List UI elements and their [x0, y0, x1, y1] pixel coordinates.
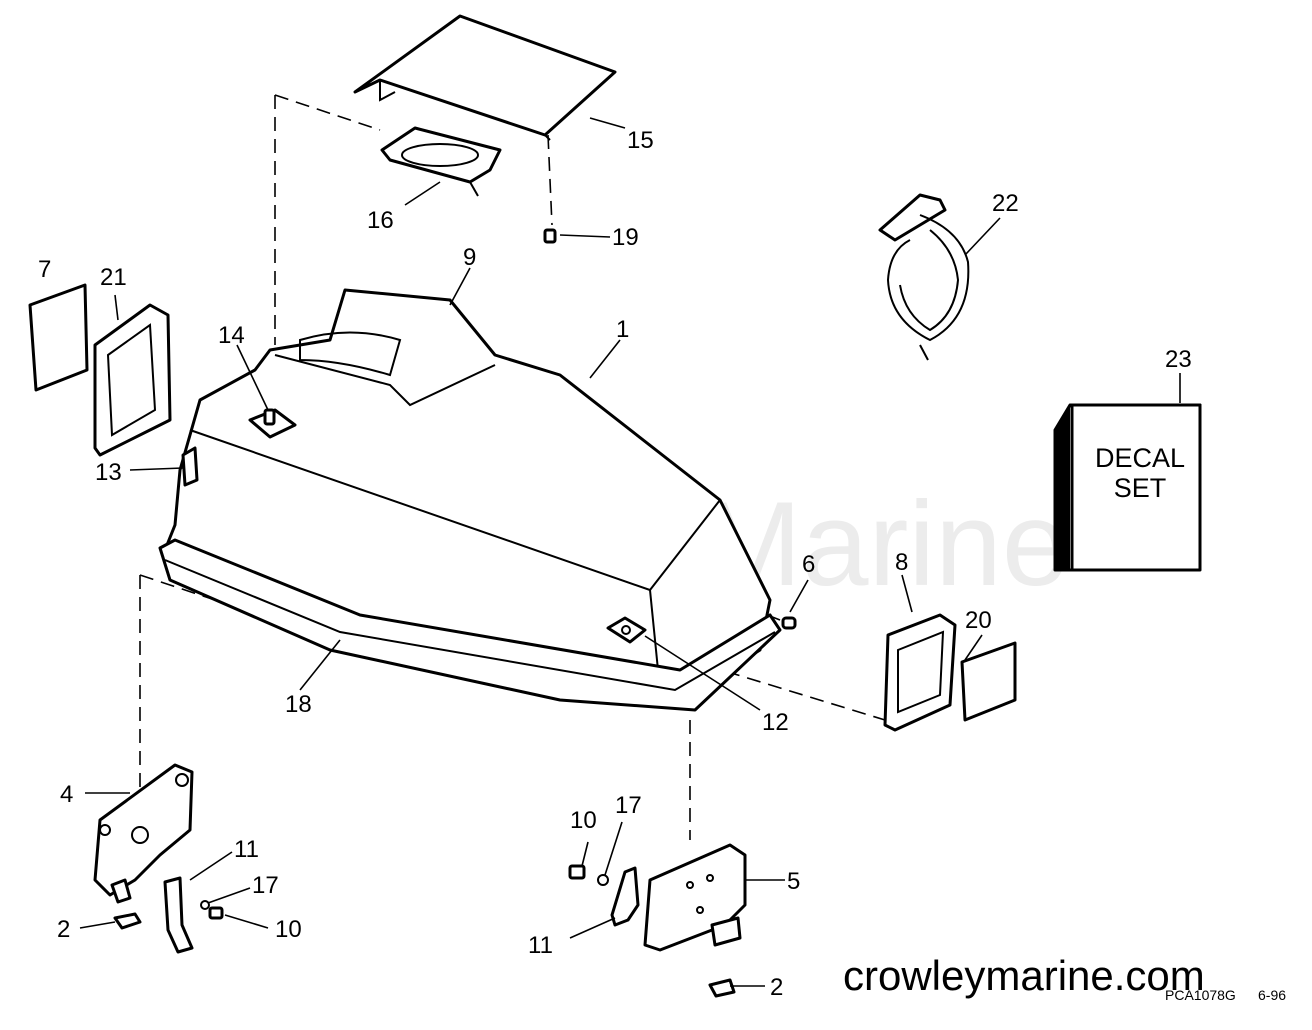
callout-12: 12 — [762, 709, 789, 736]
drawing-date: 6-96 — [1258, 987, 1286, 1003]
screw-part-19 — [543, 228, 557, 244]
callout-23: 23 — [1165, 346, 1192, 373]
callout-19: 19 — [612, 224, 639, 251]
callout-1: 1 — [616, 316, 629, 343]
cover-seal-part-18 — [158, 538, 782, 712]
side-tab-part-13 — [181, 446, 199, 487]
callout-9: 9 — [463, 244, 476, 271]
callout-6: 6 — [802, 551, 815, 578]
decal-set-line-1: DECAL — [1095, 443, 1185, 473]
decal-part-7 — [28, 283, 89, 392]
mount-bracket-part-5 — [643, 843, 747, 952]
screw-part-6 — [781, 616, 797, 630]
callout-4: 4 — [60, 781, 73, 808]
washer-part-17-left — [200, 900, 210, 910]
callout-22: 22 — [992, 190, 1019, 217]
callout-11-right: 11 — [528, 932, 553, 959]
callout-17-left: 17 — [252, 872, 279, 899]
bumper-part-2-left — [113, 912, 142, 930]
side-frame-part-21 — [93, 303, 172, 457]
washer-part-17-right — [597, 874, 609, 886]
decal-set-line-2: SET — [1114, 473, 1167, 503]
callout-15: 15 — [627, 127, 654, 154]
callout-10-left: 10 — [275, 916, 302, 943]
callout-18: 18 — [285, 691, 312, 718]
side-frame-part-8 — [883, 613, 957, 732]
callout-7: 7 — [38, 256, 51, 283]
mount-bracket-part-4 — [93, 763, 194, 904]
site-url: crowleymarine.com — [843, 952, 1205, 999]
bracket-part-11-left — [163, 876, 194, 954]
callout-2-left: 2 — [57, 916, 70, 943]
starter-rope-part-22 — [878, 193, 970, 361]
vent-grille-part-16 — [380, 126, 502, 197]
callout-8: 8 — [895, 549, 908, 576]
callout-21: 21 — [100, 264, 127, 291]
vent-cover-part-15 — [353, 14, 617, 141]
callout-13: 13 — [95, 459, 122, 486]
callout-14: 14 — [218, 322, 245, 349]
callout-10-right: 10 — [570, 807, 597, 834]
leader-lines — [79, 117, 1181, 987]
decal-part-20 — [960, 641, 1017, 722]
bumper-part-2-right — [708, 978, 736, 998]
screw-part-10-right — [568, 864, 586, 880]
callout-20: 20 — [965, 607, 992, 634]
callout-17-right: 17 — [615, 792, 642, 819]
bracket-part-11-right — [610, 866, 640, 927]
callout-16: 16 — [367, 207, 394, 234]
drawing-code: PCA1078G — [1165, 987, 1236, 1003]
latch-clip-part-14 — [248, 408, 297, 439]
callout-2-right: 2 — [770, 974, 783, 1001]
callout-5: 5 — [787, 868, 800, 895]
screw-part-10-left — [208, 906, 224, 920]
latch-plate-part-12 — [606, 616, 647, 644]
callout-11-left: 11 — [234, 836, 259, 863]
decal-set-box-part-23: DECAL SET — [1053, 403, 1202, 572]
callout-labels: 15 16 19 9 1 14 7 21 13 22 23 6 8 20 12 … — [38, 127, 1192, 1001]
